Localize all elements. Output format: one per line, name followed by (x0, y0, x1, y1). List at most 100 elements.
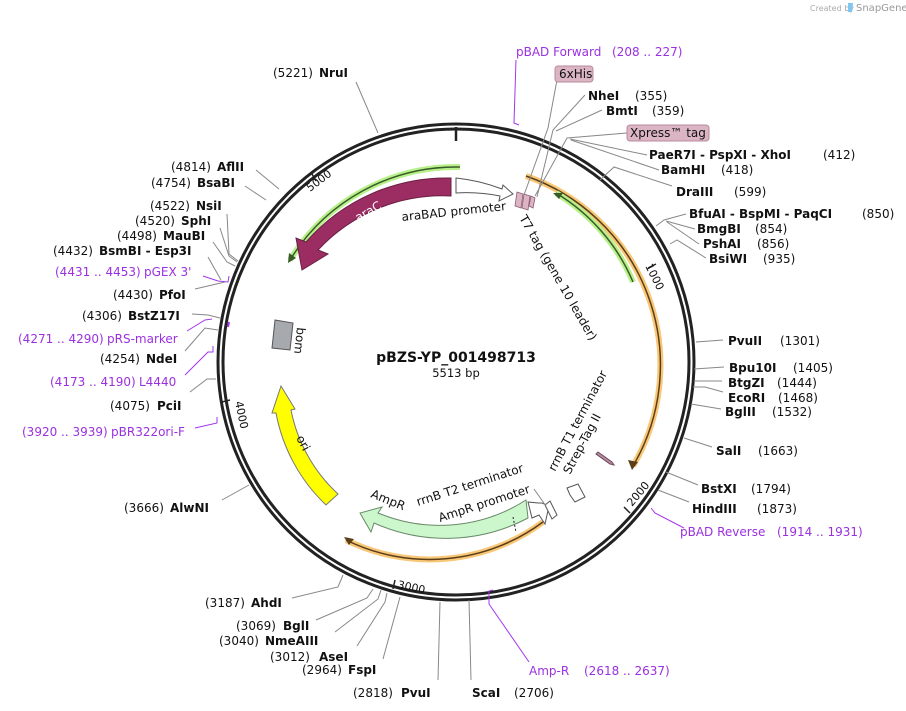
site-PvuI[interactable]: PvuI (2818) (353, 601, 441, 700)
svg-text:pGEX 3': pGEX 3' (144, 265, 191, 279)
svg-text:(850): (850) (862, 207, 894, 221)
site-NsiI[interactable]: NsiI (4522) (150, 199, 239, 262)
svg-text:(4431 .. 4453): (4431 .. 4453) (55, 265, 141, 279)
site-BtgZI[interactable]: BtgZI (1444) (694, 376, 817, 390)
svg-text:(4814): (4814) (171, 160, 211, 174)
primer-pbad-forward[interactable]: pBAD Forward (208 .. 227) (513, 45, 682, 126)
site-PshAI[interactable]: PshAI (856) (666, 221, 789, 251)
svg-text:bom: bom (291, 327, 308, 355)
site-FspI[interactable]: FspI (2964) (302, 596, 401, 677)
site-NruI[interactable]: NruI (5221) (273, 66, 379, 134)
feature-bom[interactable]: bom (271, 319, 308, 355)
svg-text:(1794): (1794) (751, 482, 791, 496)
site-BglI[interactable]: BglI (3069) (236, 588, 374, 633)
site-EcoRI[interactable]: EcoRI (1468) (693, 386, 818, 405)
svg-text:(854): (854) (755, 222, 787, 236)
site-Bpu10I[interactable]: Bpu10I (1405) (693, 361, 833, 375)
tick-5000: 5000 (304, 167, 334, 194)
site-BstZ17I[interactable]: BstZ17I (4306) (82, 309, 221, 323)
tick-3000: 3000 (392, 578, 426, 597)
svg-text:BmgBI: BmgBI (697, 222, 741, 236)
site-NheI[interactable]: NheI (355) (536, 89, 667, 198)
svg-text:(4173 .. 4190): (4173 .. 4190) (50, 375, 136, 389)
svg-text:(3920 .. 3939): (3920 .. 3939) (22, 425, 108, 439)
site-AflII[interactable]: AflII (4814) (171, 160, 280, 190)
feature-rrnB-T1[interactable] (566, 483, 586, 503)
primer-pbad-reverse[interactable]: pBAD Reverse (1914 .. 1931) (650, 507, 863, 539)
site-PvuII[interactable]: PvuII (1301) (695, 334, 820, 348)
site-PciI[interactable]: PciI (4075) (110, 378, 216, 413)
site-BsaBI[interactable]: BsaBI (4754) (151, 176, 267, 201)
feature-AmpR-promoter[interactable] (527, 501, 550, 526)
site-AseI[interactable]: AseI (3012) (270, 592, 388, 664)
site-BstXI[interactable]: BstXI (1794) (665, 471, 791, 496)
svg-text:SalI: SalI (716, 444, 741, 458)
feature-rrnB-T2[interactable] (533, 488, 558, 520)
primer-amp-r[interactable]: Amp-R (2618 .. 2637) (488, 589, 670, 678)
svg-text:(856): (856) (757, 237, 789, 251)
site-BsmBI-Esp3I[interactable]: BsmBI - Esp3I (4432) (53, 244, 222, 281)
primer-l4440[interactable]: (4173 .. 4190) L4440 (50, 346, 214, 389)
site-PaeR7I-PspXI-XhoI[interactable]: PaeR7I - PspXI - XhoI (412) (569, 138, 855, 162)
svg-text:(3012): (3012) (270, 650, 310, 664)
site-BfuAI-BspMI-PaqCI[interactable]: BfuAI - BspMI - PaqCI (850) (655, 207, 894, 227)
primer-pbr322ori-f[interactable]: (3920 .. 3939) pBR322ori-F (22, 417, 218, 439)
svg-text:PfoI: PfoI (159, 288, 186, 302)
svg-text:(3069): (3069) (236, 619, 276, 633)
svg-text:(4520): (4520) (135, 214, 175, 228)
site-BsiWI[interactable]: BsiWI (935) (669, 239, 795, 266)
primer-pgex-3[interactable]: (4431 .. 4453) pGEX 3' (55, 265, 230, 283)
primer-prs-marker[interactable]: (4271 .. 4290) pRS-marker (18, 318, 230, 346)
svg-text:BstZ17I: BstZ17I (128, 309, 180, 323)
site-PfoI[interactable]: PfoI (4430) (113, 281, 226, 302)
site-BglII[interactable]: BglII (1532) (690, 403, 812, 419)
credit-text: Created by (810, 4, 854, 13)
orf-green-left (287, 163, 461, 263)
svg-text:araBAD promoter: araBAD promoter (401, 199, 507, 224)
svg-text:(359): (359) (652, 104, 684, 118)
site-HindIII[interactable]: HindIII (1873) (657, 489, 797, 516)
svg-text:(4432): (4432) (53, 244, 93, 258)
site-SalI[interactable]: SalI (1663) (683, 437, 798, 458)
site-DraIII[interactable]: DraIII (599) (599, 166, 766, 199)
svg-text:(4498): (4498) (117, 229, 157, 243)
site-NdeI[interactable]: NdeI (4254) (100, 327, 219, 366)
svg-text:Bpu10I: Bpu10I (729, 361, 776, 375)
credit-brand: SnapGene (856, 3, 906, 14)
svg-text:ScaI: ScaI (472, 686, 500, 700)
feature-ori[interactable]: ori (271, 384, 339, 506)
svg-text:5000: 5000 (304, 167, 334, 194)
svg-text:(1444): (1444) (777, 376, 817, 390)
svg-text:NdeI: NdeI (146, 352, 177, 366)
label-xpress-tag[interactable]: Xpress™ tag (534, 124, 710, 197)
feature-araC[interactable]: araC (295, 177, 452, 271)
svg-text:BglII: BglII (725, 405, 756, 419)
svg-text:(3666): (3666) (124, 501, 164, 515)
svg-text:AlwNI: AlwNI (170, 501, 209, 515)
feature-small-tags[interactable] (514, 191, 536, 211)
feature-strep-tag[interactable] (595, 451, 616, 466)
site-AhdI[interactable]: AhdI (3187) (205, 574, 344, 610)
svg-text:AhdI: AhdI (251, 596, 282, 610)
svg-text:(208 .. 227): (208 .. 227) (612, 45, 682, 59)
site-ScaI[interactable]: ScaI (2706) (468, 599, 554, 700)
svg-text:(2964): (2964) (302, 663, 342, 677)
svg-text:(1301): (1301) (780, 334, 820, 348)
svg-text:(599): (599) (734, 185, 766, 199)
site-BmtI[interactable]: BmtI (359) (555, 104, 684, 132)
svg-text:(1914 .. 1931): (1914 .. 1931) (777, 525, 863, 539)
site-BamHI[interactable]: BamHI (418) (570, 139, 753, 177)
label-6xHis[interactable]: 6xHis (523, 65, 594, 196)
svg-text:6xHis: 6xHis (559, 67, 592, 81)
site-BmgBI[interactable]: BmgBI (854) (665, 220, 787, 236)
svg-text:(4522): (4522) (150, 199, 190, 213)
site-SphI[interactable]: SphI (4520) (135, 214, 238, 263)
orf-orange-bottom (344, 519, 545, 563)
site-AlwNI[interactable]: AlwNI (3666) (124, 484, 250, 515)
svg-text:NmeAIII: NmeAIII (265, 634, 318, 648)
svg-text:(355): (355) (635, 89, 667, 103)
site-NmeAIII[interactable]: NmeAIII (3040) (219, 589, 382, 648)
site-MauBI[interactable]: MauBI (4498) (117, 229, 236, 267)
svg-text:(4430): (4430) (113, 288, 153, 302)
